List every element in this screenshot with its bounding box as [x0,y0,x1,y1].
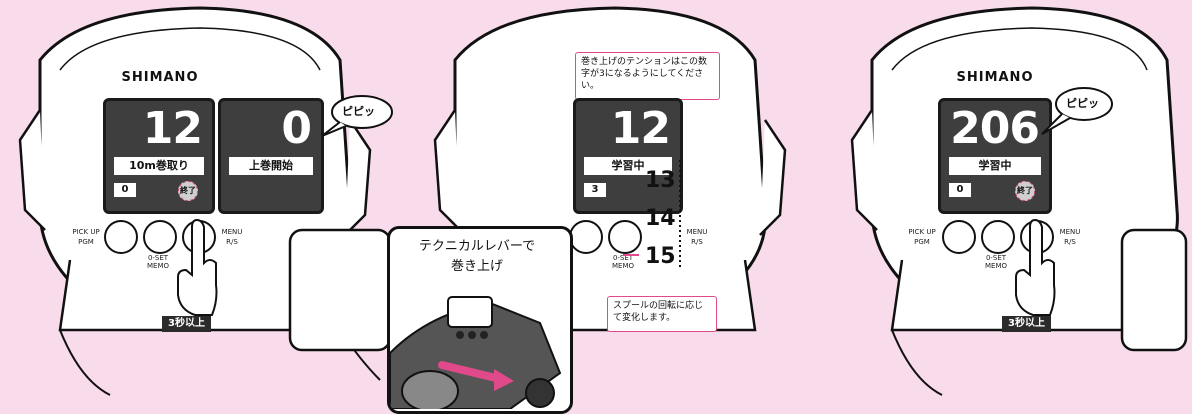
oset-button[interactable] [608,220,642,254]
beep-text: ピピッ [342,105,375,118]
tension-value-15: 15 [645,244,676,269]
tension-scale-dots [679,160,681,268]
panel-right: SHIMANO 206 学習中 0 終了 ピピッ PICK UP PGM 0-S… [792,0,1192,410]
pickup-button[interactable] [942,220,976,254]
rs-label: R/S [691,238,703,246]
oset-button[interactable] [143,220,177,254]
oset-button[interactable] [981,220,1015,254]
display-small-value: 3 [584,183,606,197]
end-indicator: 終了 [1015,181,1035,201]
display-small-value: 0 [114,183,136,197]
oset-label: 0-SET [147,254,169,262]
lever-title-line2: 巻き上げ [450,259,503,274]
pickup-button[interactable] [569,220,603,254]
display-number: 206 [950,103,1040,154]
spool-callout: スプールの回転に応じて変化します。 [607,296,717,332]
brand-logo: SHIMANO [121,70,199,85]
rs-label: R/S [1064,238,1076,246]
display-label: 学習中 [584,157,672,175]
reel-display: 12 10m巻取り 0 終了 [103,98,215,214]
display-number: 0 [281,103,312,154]
memo-label: MEMO [611,262,634,270]
tension-value-13: 13 [645,168,676,193]
hold-badge: 3秒以上 [162,316,211,332]
display-number: 12 [610,103,671,154]
lever-illustration [390,296,562,409]
rs-label: R/S [226,238,238,246]
speech-bubble [1041,87,1113,135]
brand-logo: SHIMANO [956,70,1034,85]
panel-left: SHIMANO 12 10m巻取り 0 終了 0 上巻開始 ピピッ PICK U… [0,0,400,410]
pgm-label: PGM [78,238,94,246]
tension-value-14: 14 [645,206,676,231]
reel-display: 12 学習中 3 [573,98,683,214]
press-hand-icon [1015,218,1056,316]
hold-badge: 3秒以上 [1002,316,1051,332]
speech-bubble [321,95,393,137]
lever-title-line1: テクニカルレバーで [418,239,536,254]
pickup-button[interactable] [104,220,138,254]
beep-text: ピピッ [1066,97,1099,110]
panel-middle: 巻き上げのテンションはこの数字が3になるようにしてください。 12 学習中 3 … [387,0,795,414]
display-number: 12 [142,103,203,154]
display-label: 学習中 [949,157,1041,175]
second-display: 0 上巻開始 [218,98,324,214]
press-hand-icon [177,218,218,316]
lever-inset: テクニカルレバーで 巻き上げ [387,226,573,414]
pickup-label: PICK UP [72,228,100,236]
oset-label: 0-SET [612,254,634,262]
menu-label: MENU [686,228,708,236]
memo-label: MEMO [984,262,1007,270]
oset-label: 0-SET [985,254,1007,262]
menu-label: MENU [221,228,243,236]
display-label: 上巻開始 [229,157,313,175]
rotation-arrow-icon [623,254,639,256]
end-indicator: 終了 [178,181,198,201]
display-label: 10m巻取り [114,157,204,175]
memo-label: MEMO [146,262,169,270]
pickup-label: PICK UP [908,228,936,236]
display-small-value: 0 [949,183,971,197]
reel-display: 206 学習中 0 終了 [938,98,1052,214]
tension-callout: 巻き上げのテンションはこの数字が3になるようにしてください。 [575,52,720,100]
pgm-label: PGM [914,238,930,246]
menu-label: MENU [1059,228,1081,236]
